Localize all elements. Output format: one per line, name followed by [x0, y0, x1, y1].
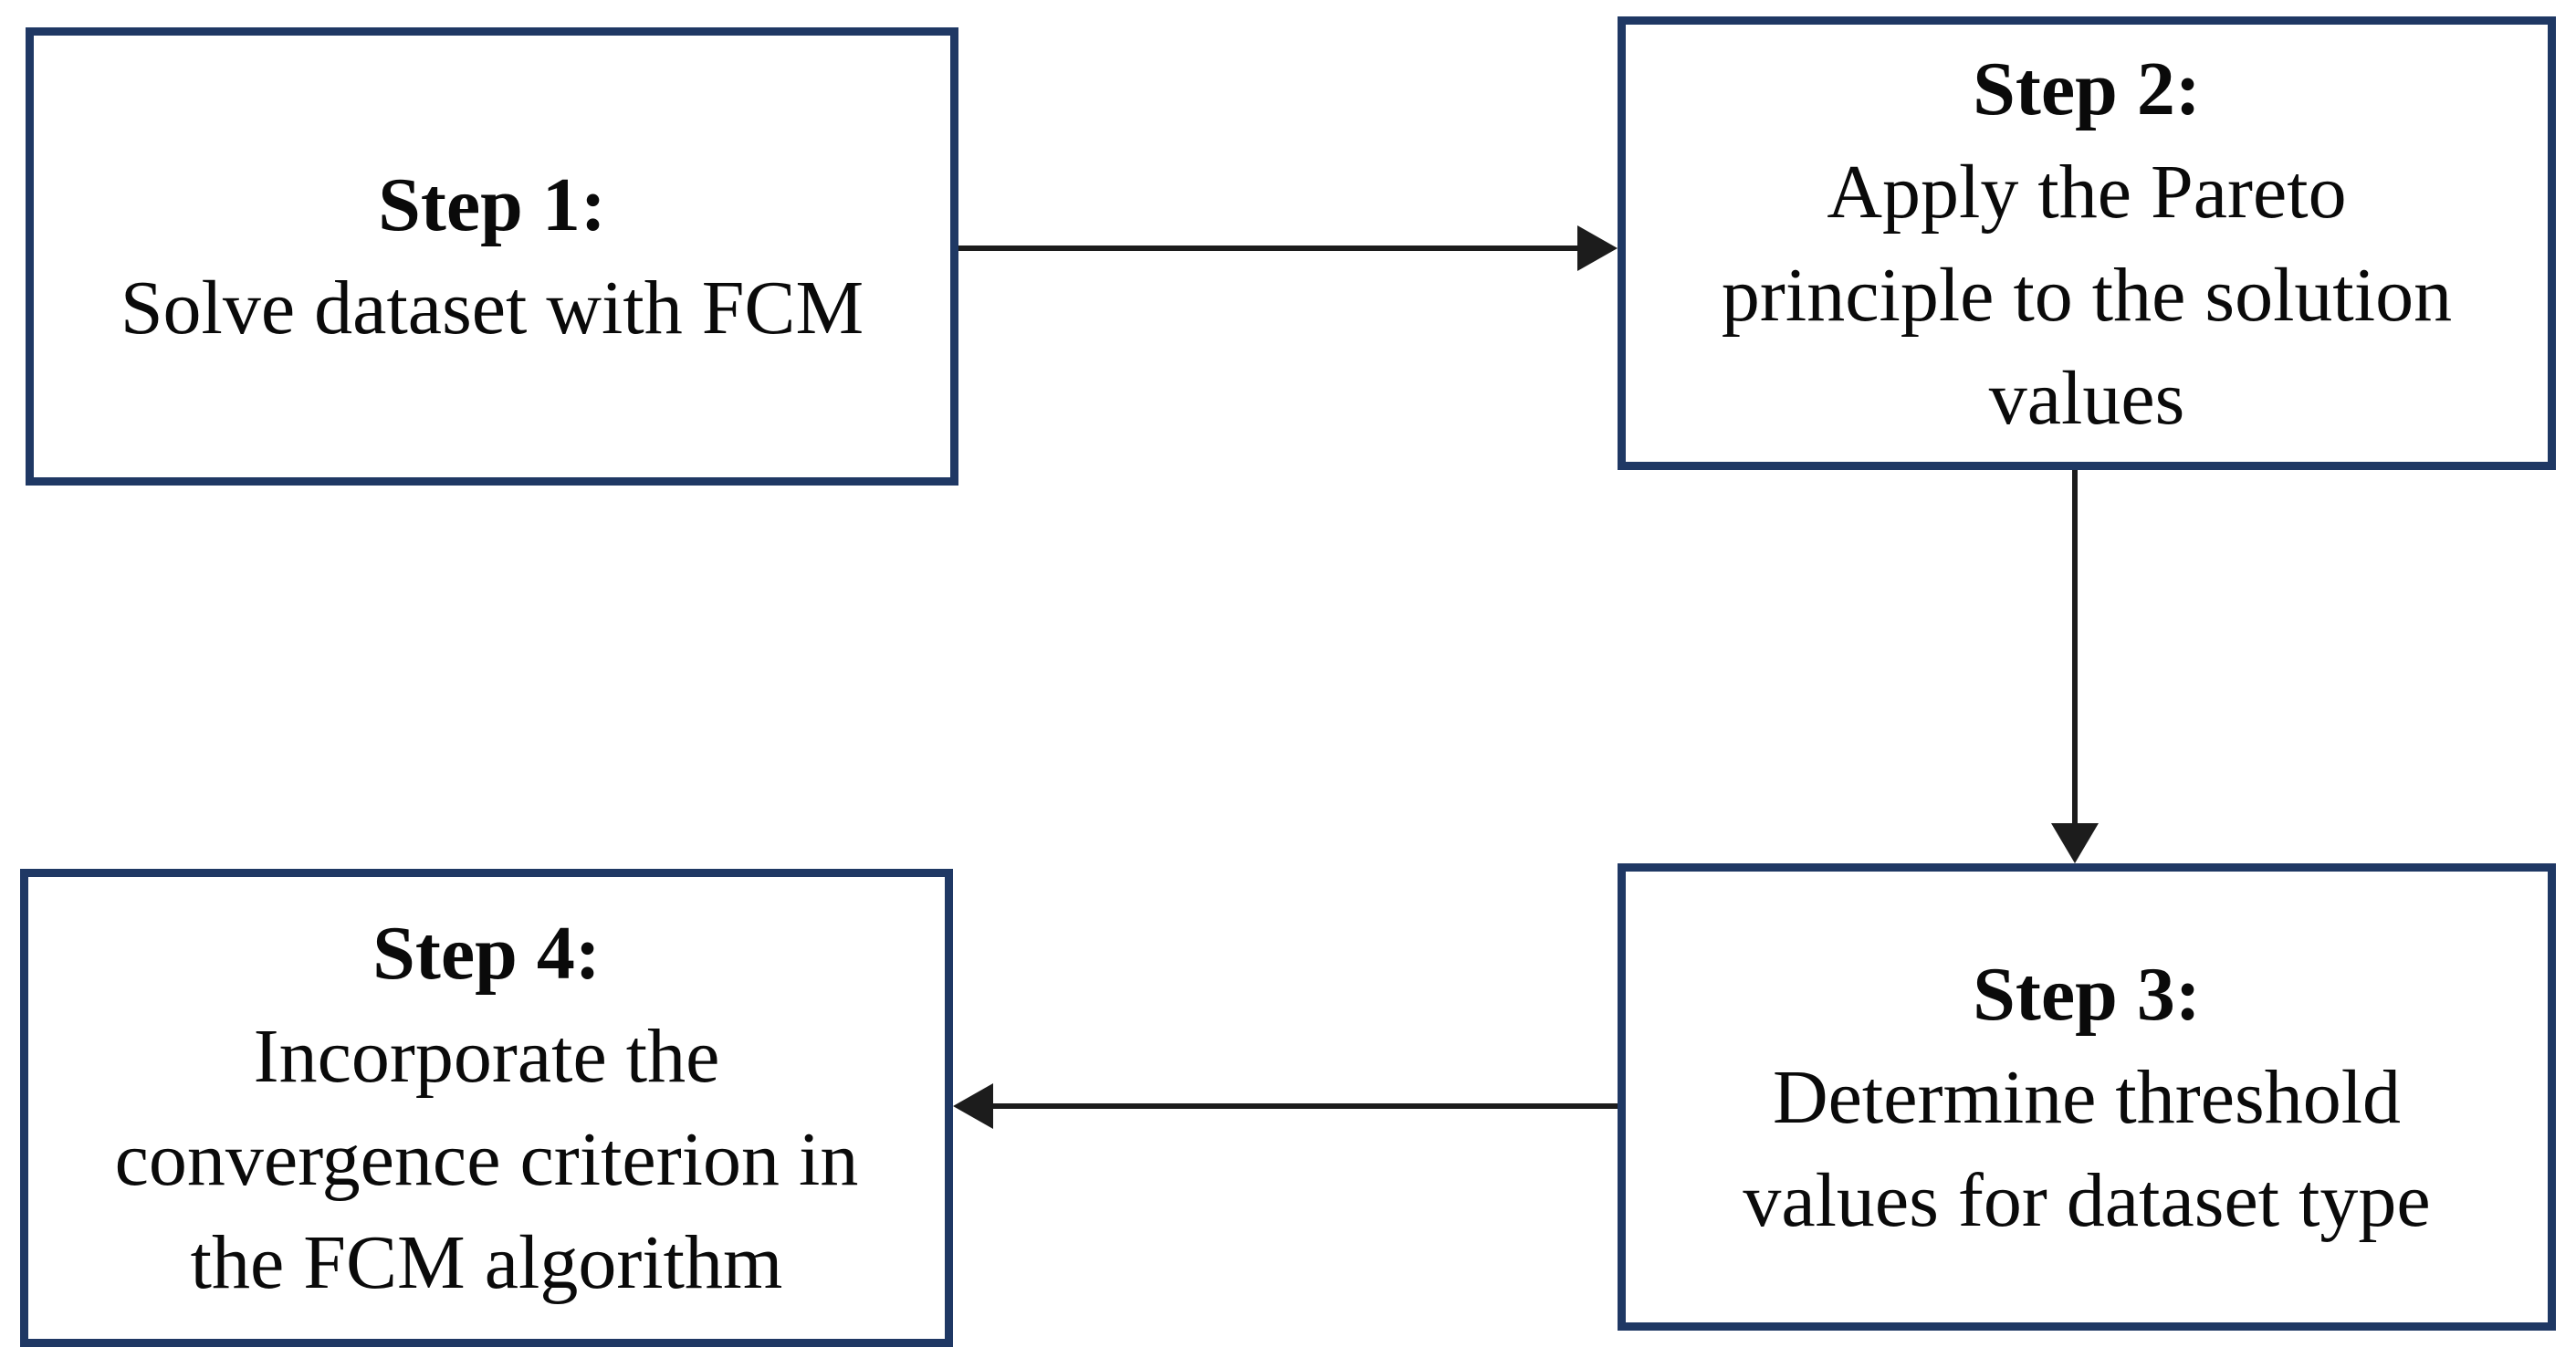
step2-heading: Step 2: [1973, 46, 2201, 131]
step4-body: Incorporate the convergence criterion in… [114, 1014, 859, 1305]
flowchart-node-step1: Step 1: Solve dataset with FCM [26, 27, 958, 486]
step1-heading: Step 1: [378, 162, 606, 247]
arrow-step1-to-step2-head-icon [1577, 225, 1618, 271]
flowchart-node-step4: Step 4: Incorporate the convergence crit… [20, 869, 953, 1347]
arrow-step3-to-step4-head-icon [953, 1083, 993, 1129]
arrow-step1-to-step2-shaft [958, 245, 1581, 251]
arrow-step3-to-step4-shaft [991, 1103, 1618, 1109]
step3-body: Determine threshold values for dataset t… [1743, 1054, 2431, 1243]
step4-heading: Step 4: [372, 911, 601, 996]
step2-body: Apply the Pareto principle to the soluti… [1721, 149, 2453, 441]
flowchart-node-step3: Step 3: Determine threshold values for d… [1618, 863, 2556, 1331]
step1-body: Solve dataset with FCM [120, 266, 864, 350]
arrow-step2-to-step3-shaft [2072, 470, 2078, 827]
arrow-step2-to-step3-head-icon [2051, 823, 2099, 863]
flowchart-node-step2: Step 2: Apply the Pareto principle to th… [1618, 16, 2556, 470]
step3-heading: Step 3: [1973, 951, 2201, 1037]
